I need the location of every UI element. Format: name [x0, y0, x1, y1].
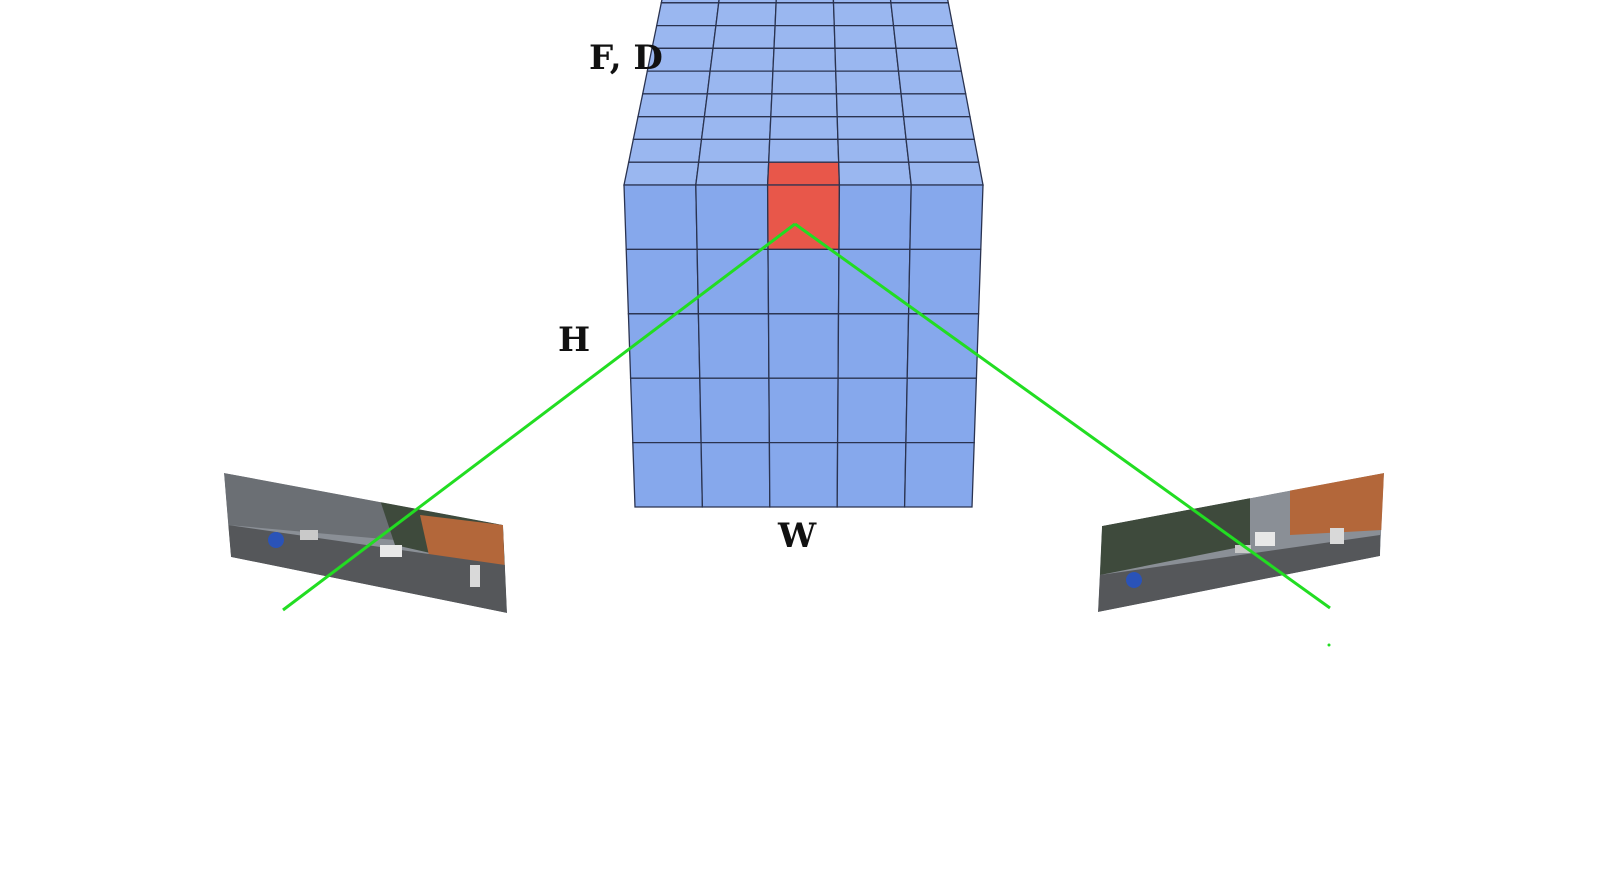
front-grid-cell: [837, 313, 910, 379]
ray-endpoint-dot: [1327, 643, 1331, 647]
top-grid-cell: [700, 116, 772, 141]
front-grid-cell: [696, 248, 770, 315]
front-grid-cell: [903, 441, 975, 508]
top-grid-cell: [627, 138, 703, 163]
front-grid-cell: [629, 377, 702, 444]
top-grid-cell: [637, 93, 709, 118]
front-grid-cell: [768, 441, 839, 508]
left-camera-image: [224, 473, 507, 613]
top-grid-cell: [897, 70, 967, 95]
top-grid-cell: [835, 93, 905, 118]
top-grid-cell: [706, 70, 774, 95]
top-grid-cell: [768, 138, 840, 163]
front-grid-cell: [697, 313, 770, 379]
top-grid-cell: [697, 138, 771, 163]
top-grid-cell: [771, 70, 838, 95]
top-grid-cell: [892, 24, 958, 49]
top-grid-cell: [835, 70, 902, 95]
front-grid-cell: [768, 377, 839, 444]
front-grid-cell: [907, 248, 982, 315]
volume-top-face: [623, 0, 984, 186]
w-axis-label: W: [777, 516, 817, 556]
top-grid-cell: [832, 2, 895, 27]
top-grid-cell: [715, 2, 777, 27]
front-grid-cell: [905, 377, 978, 444]
top-grid-cell: [895, 47, 963, 72]
top-grid-cell: [774, 2, 835, 27]
top-grid-cell: [837, 138, 910, 163]
front-grid-cell: [695, 184, 769, 251]
top-grid-cell: [709, 47, 775, 72]
top-grid-cell: [703, 93, 773, 118]
highlighted-cell: [766, 184, 841, 251]
fd-axis-label: F, D: [589, 38, 663, 78]
front-grid-cell: [767, 248, 840, 315]
top-grid-cell: [770, 93, 838, 118]
front-grid-cell: [909, 184, 984, 251]
left-ray: [282, 222, 796, 612]
h-axis-label: H: [558, 320, 590, 360]
top-grid-cell: [902, 116, 976, 141]
front-grid-cell: [838, 184, 912, 251]
right-camera-image: [1098, 473, 1384, 612]
front-grid-cell: [632, 441, 704, 508]
top-grid-cell: [632, 116, 706, 141]
top-grid-cell: [834, 47, 900, 72]
top-grid-cell: [712, 24, 776, 49]
top-grid-cell: [900, 93, 971, 118]
front-grid-cell: [836, 377, 908, 444]
top-grid-cell: [773, 24, 836, 49]
top-grid-cell: [655, 2, 720, 27]
top-grid-cell: [772, 47, 837, 72]
top-grid-cell: [833, 24, 897, 49]
front-grid-cell: [767, 313, 840, 379]
front-grid-cell: [623, 184, 698, 251]
top-grid-cell: [623, 161, 700, 186]
front-grid-cell: [906, 313, 980, 379]
top-grid-cell: [838, 161, 912, 186]
top-grid-cell: [695, 161, 770, 186]
front-grid-cell: [699, 377, 771, 444]
top-grid-cell: [890, 2, 954, 27]
top-grid-cell: [907, 161, 984, 186]
top-grid-cell: [905, 138, 980, 163]
front-grid-cell: [836, 441, 907, 508]
volume-front-face: [623, 184, 984, 508]
right-ray: [794, 222, 1331, 610]
highlighted-cell-top: [766, 161, 841, 186]
front-grid-cell: [700, 441, 771, 508]
top-grid-cell: [836, 116, 907, 141]
top-grid-cell: [769, 116, 839, 141]
